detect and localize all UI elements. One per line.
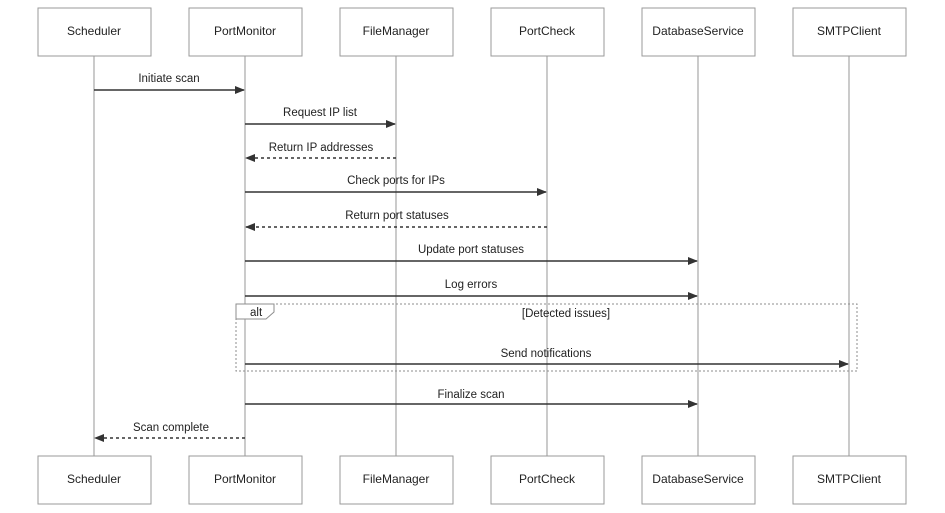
actor-box-scheduler-bottom: Scheduler <box>37 455 152 505</box>
actor-label: DatabaseService <box>652 24 744 38</box>
message-label: Send notifications <box>501 348 592 360</box>
actor-label: FileManager <box>363 24 430 38</box>
message-label: Initiate scan <box>138 73 199 85</box>
actor-box-databaseservice-top: DatabaseService <box>641 7 756 57</box>
message-request-ip-list: Request IP list <box>245 107 396 128</box>
alt-keyword: alt <box>250 307 263 319</box>
alt-tab <box>235 303 275 320</box>
top-actors: Scheduler PortMonitor FileManager PortCh… <box>37 7 907 57</box>
actor-box-filemanager-top: FileManager <box>339 7 454 57</box>
actor-box-portcheck-bottom: PortCheck <box>490 455 605 505</box>
actor-label: Scheduler <box>67 472 121 486</box>
actor-label: PortMonitor <box>214 472 276 486</box>
message-scan-complete: Scan complete <box>94 422 245 442</box>
actor-box-portmonitor-top: PortMonitor <box>188 7 303 57</box>
actor-box-smtpclient-bottom: SMTPClient <box>792 455 907 505</box>
message-label: Return port statuses <box>345 210 449 222</box>
actor-label: DatabaseService <box>652 472 744 486</box>
actor-label: PortCheck <box>519 472 576 486</box>
message-label: Finalize scan <box>437 389 504 401</box>
message-label: Update port statuses <box>418 244 524 256</box>
alt-condition: [Detected issues] <box>522 308 610 320</box>
actor-label: PortMonitor <box>214 24 276 38</box>
actor-box-portmonitor-bottom: PortMonitor <box>188 455 303 505</box>
message-send-notifications: Send notifications <box>245 348 849 368</box>
actor-label: Scheduler <box>67 24 121 38</box>
messages: Initiate scan Request IP list Return IP … <box>94 73 849 442</box>
message-label: Check ports for IPs <box>347 175 445 187</box>
bottom-actors: Scheduler PortMonitor FileManager PortCh… <box>37 455 907 505</box>
message-finalize-scan: Finalize scan <box>245 389 698 408</box>
message-update-port-statuses: Update port statuses <box>245 244 698 265</box>
message-label: Scan complete <box>133 422 209 434</box>
message-return-ip-addresses: Return IP addresses <box>245 142 396 162</box>
lifelines <box>93 56 850 456</box>
actor-box-scheduler-top: Scheduler <box>37 7 152 57</box>
alt-fragment: alt [Detected issues] <box>235 303 858 372</box>
message-initiate-scan: Initiate scan <box>94 73 245 94</box>
message-check-ports: Check ports for IPs <box>245 175 547 196</box>
actor-label: FileManager <box>363 472 430 486</box>
actor-label: SMTPClient <box>817 24 882 38</box>
message-return-port-statuses: Return port statuses <box>245 210 547 231</box>
actor-box-databaseservice-bottom: DatabaseService <box>641 455 756 505</box>
message-label: Return IP addresses <box>269 142 374 154</box>
actor-box-smtpclient-top: SMTPClient <box>792 7 907 57</box>
actor-label: SMTPClient <box>817 472 882 486</box>
message-label: Log errors <box>445 279 498 291</box>
actor-box-portcheck-top: PortCheck <box>490 7 605 57</box>
message-log-errors: Log errors <box>245 279 698 300</box>
actor-label: PortCheck <box>519 24 576 38</box>
message-label: Request IP list <box>283 107 358 119</box>
actor-box-filemanager-bottom: FileManager <box>339 455 454 505</box>
